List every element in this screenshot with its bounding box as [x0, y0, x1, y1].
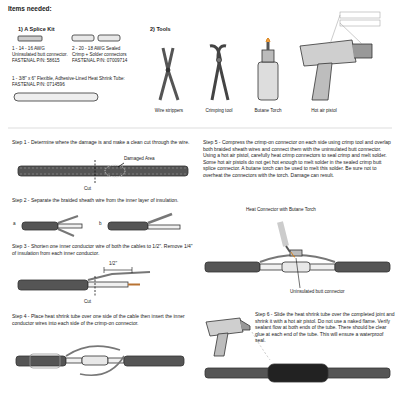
- step-text: Step 1 - Determine where the damage is a…: [12, 139, 194, 146]
- cable-assembly: [16, 346, 184, 375]
- step-text: Step 6 - Slide the heat shrink tube over…: [255, 311, 395, 344]
- callout-label: Damaged Area: [124, 156, 184, 162]
- part-description: 2 - 20 - 18 AWG Sealed Crimp + Solder co…: [72, 46, 132, 64]
- callout-label: Cut: [84, 186, 108, 192]
- torch-joint: [205, 222, 390, 288]
- callout-label: Uninsulated butt connector: [290, 289, 390, 295]
- callout-label: Heat Connector with Butane Torch: [246, 207, 356, 213]
- sealed-connector: [72, 35, 94, 41]
- part-description: 1 - 3/8" x 6" Flexible, Adhesive-Lined H…: [12, 76, 136, 88]
- callout-letter: a: [13, 221, 21, 227]
- wire-strippers: [160, 48, 178, 100]
- crimping-tool: [210, 46, 228, 100]
- dimension-label: 1/2": [109, 261, 133, 267]
- step-text: Step 4 - Place heat shrink tube over one…: [12, 313, 194, 326]
- part-description: 1 - 14 - 16 AWG Uninsulated butt connect…: [12, 46, 68, 64]
- tool-name: Crimping tool: [195, 108, 243, 114]
- butane-torch: [258, 38, 278, 100]
- cable-separated: [22, 214, 180, 236]
- section-heading: 1) A Splice Kit: [18, 26, 108, 33]
- section-heading: 2) Tools: [150, 26, 220, 33]
- heat-shrink-tube: [14, 93, 98, 101]
- callout-letter: b: [99, 221, 107, 227]
- cable-trimmed: [18, 267, 150, 297]
- step-text: Step 3 - Shorten one inner conductor wir…: [12, 243, 194, 256]
- step-text: Step 2 - Separate the braided sheath wir…: [12, 197, 194, 204]
- tool-name: Butane Torch: [244, 108, 292, 114]
- sealed-connector: [98, 35, 120, 41]
- tool-name: Hot air pistol: [294, 108, 354, 114]
- butt-connector: [18, 36, 42, 41]
- tool-name: Wire strippers: [145, 108, 193, 114]
- page-title: Items needed:: [8, 5, 52, 13]
- callout-label: Cut: [84, 299, 108, 305]
- hot-air-pistol: [300, 12, 380, 100]
- step-text: Step 5 - Compress the crimp-on connector…: [203, 139, 393, 178]
- cable-cut: [18, 160, 188, 183]
